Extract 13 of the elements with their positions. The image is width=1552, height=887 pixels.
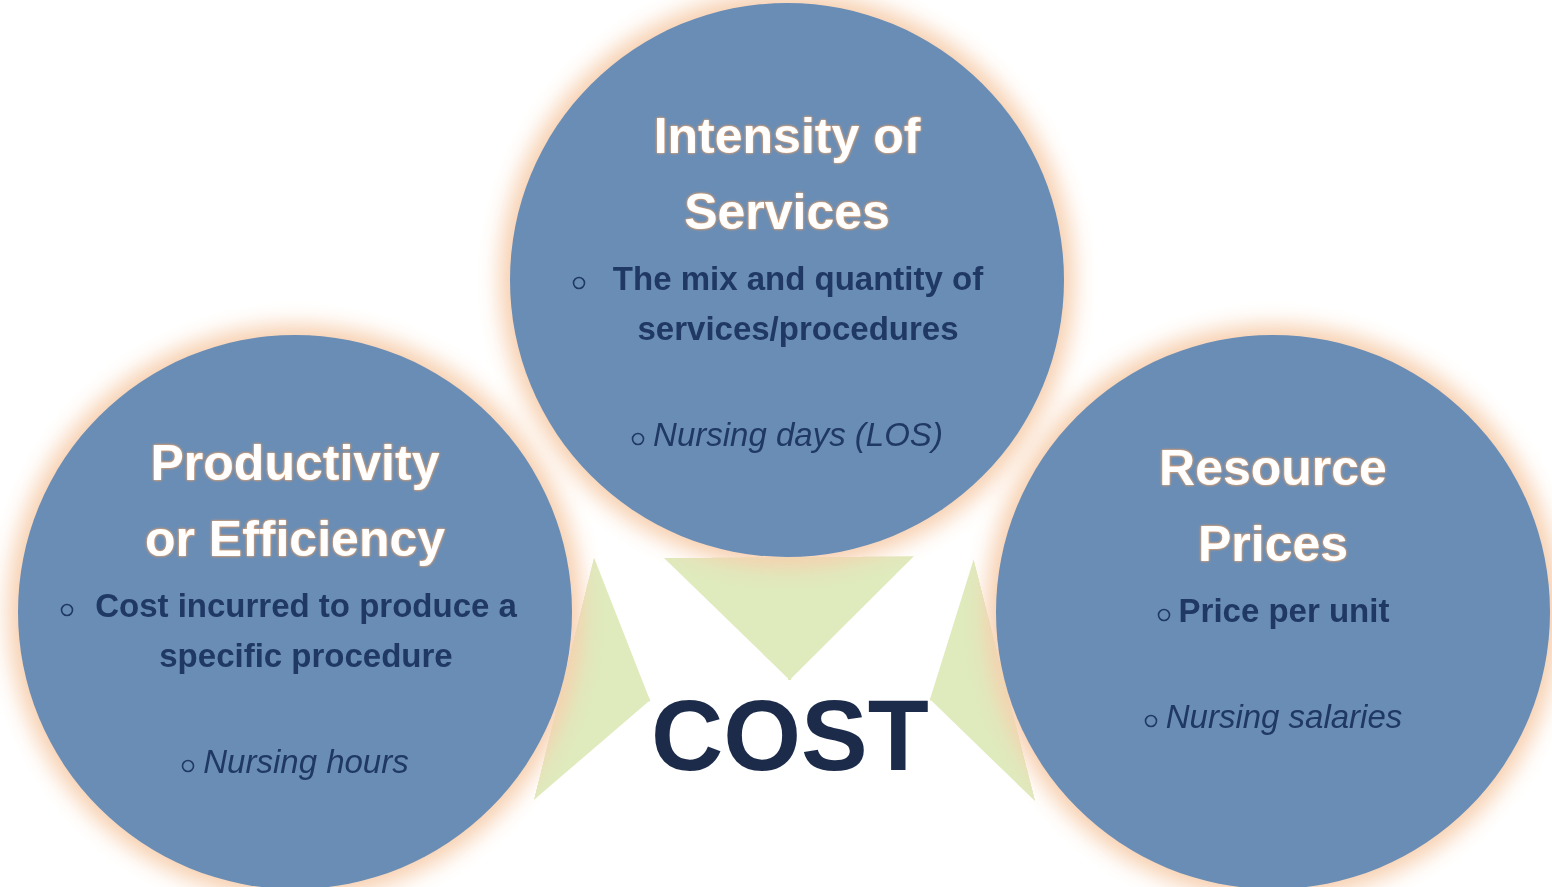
center-label: COST	[650, 680, 930, 790]
arrow	[929, 559, 1036, 802]
bullet-text: The mix and quantity of services/procedures	[611, 259, 985, 349]
bullet-text: Cost incurred to produce a specific procedure	[94, 586, 518, 676]
arrow	[663, 556, 914, 680]
example-text: Nursing days (LOS)	[653, 415, 943, 455]
circle-title: Intensity of Services	[652, 107, 922, 242]
circle-title: Productivity or Efficiency	[143, 434, 447, 569]
example-text: Nursing salaries	[1165, 697, 1403, 737]
circle-title: Resource Prices	[1158, 439, 1388, 574]
bullet-text: Price per unit	[1178, 591, 1390, 631]
example-text: Nursing hours	[203, 742, 409, 782]
arrow	[533, 557, 651, 801]
